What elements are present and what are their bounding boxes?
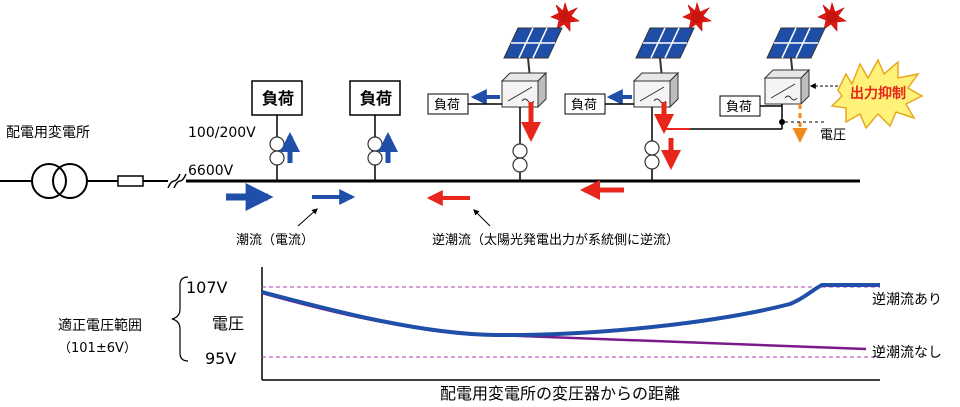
reverse-callout-arrow <box>473 209 491 227</box>
load-label: 負荷 <box>726 100 752 115</box>
curve-with-reverse-flow <box>261 283 880 338</box>
line-break-icon <box>167 173 187 189</box>
sun-icon <box>550 2 580 32</box>
pole-transformer-icon <box>269 136 285 166</box>
pole-transformer-icon <box>367 136 383 166</box>
sun-icon <box>817 2 847 32</box>
y-upper-label: 107V <box>186 278 228 297</box>
y-axis-label: 電圧 <box>212 314 244 333</box>
range-value: （101±6V） <box>58 341 137 356</box>
series-without-label: 逆潮流なし <box>872 345 942 361</box>
solar-panel-icon <box>503 27 563 79</box>
sense-point-icon <box>779 119 785 125</box>
load-box <box>349 80 401 116</box>
load-label: 負荷 <box>262 89 294 108</box>
x-axis-label: 配電用変電所の変圧器からの距離 <box>440 384 680 403</box>
current-label: 潮流（電流） <box>236 233 314 248</box>
inverter-icon <box>633 72 679 108</box>
solar-panel-icon <box>635 27 695 79</box>
voltage-low-label: 100/200V <box>188 125 256 141</box>
range-label: 適正電圧範囲 <box>58 317 142 334</box>
load-label: 負荷 <box>571 98 597 113</box>
pole-transformer-icon <box>644 140 660 170</box>
current-callout-arrow <box>297 208 318 227</box>
series-with-label: 逆潮流あり <box>872 292 942 308</box>
curve-without-reverse-flow <box>261 291 867 351</box>
pole-transformer-icon <box>512 143 528 173</box>
load-label: 負荷 <box>434 98 460 113</box>
range-brace <box>171 276 189 362</box>
substation-transformer-icon <box>31 163 88 199</box>
voltage-high-label: 6600V <box>188 163 234 179</box>
curtail-burst-icon <box>830 58 924 130</box>
curtail-label: 出力抑制 <box>850 85 906 102</box>
substation-label: 配電用変電所 <box>6 124 90 141</box>
reverse-label: 逆潮流（太陽光発電出力が系統側に逆流） <box>432 232 679 248</box>
breaker-icon <box>117 175 144 187</box>
inverter-icon <box>764 69 810 105</box>
load-box <box>251 80 303 116</box>
voltage-sense-label: 電圧 <box>820 128 846 143</box>
inverter-icon <box>501 72 547 108</box>
y-lower-label: 95V <box>205 349 236 368</box>
load-label: 負荷 <box>360 89 392 108</box>
sun-icon <box>682 2 712 32</box>
